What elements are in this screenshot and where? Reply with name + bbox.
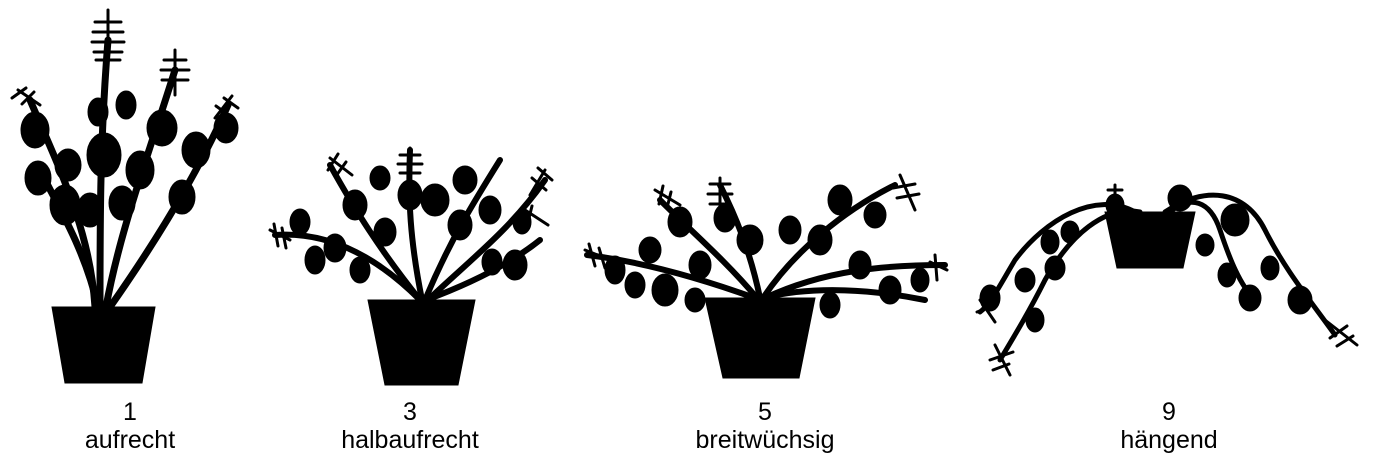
semi-upright-plant-illustration <box>260 0 560 400</box>
type-label: halbaufrecht <box>260 426 560 454</box>
pot <box>52 307 155 383</box>
hanging-plant-illustration <box>965 0 1373 400</box>
type-number: 1 <box>0 398 260 426</box>
pot <box>705 298 815 378</box>
plant-type-semi-upright: 3 halbaufrecht <box>260 0 560 458</box>
plant-type-hanging: 9 hängend <box>965 0 1373 458</box>
spreading-plant-illustration <box>575 0 955 400</box>
type-label: breitwüchsig <box>575 426 955 454</box>
type-label: aufrecht <box>0 426 260 454</box>
pot <box>368 300 475 385</box>
pot <box>1105 212 1195 268</box>
plant-type-upright: 1 aufrecht <box>0 0 260 458</box>
upright-plant-illustration <box>0 0 260 400</box>
plant-type-spreading: 5 breitwüchsig <box>575 0 955 458</box>
type-number: 5 <box>575 398 955 426</box>
type-number: 3 <box>260 398 560 426</box>
type-number: 9 <box>965 398 1373 426</box>
type-label: hängend <box>965 426 1373 454</box>
